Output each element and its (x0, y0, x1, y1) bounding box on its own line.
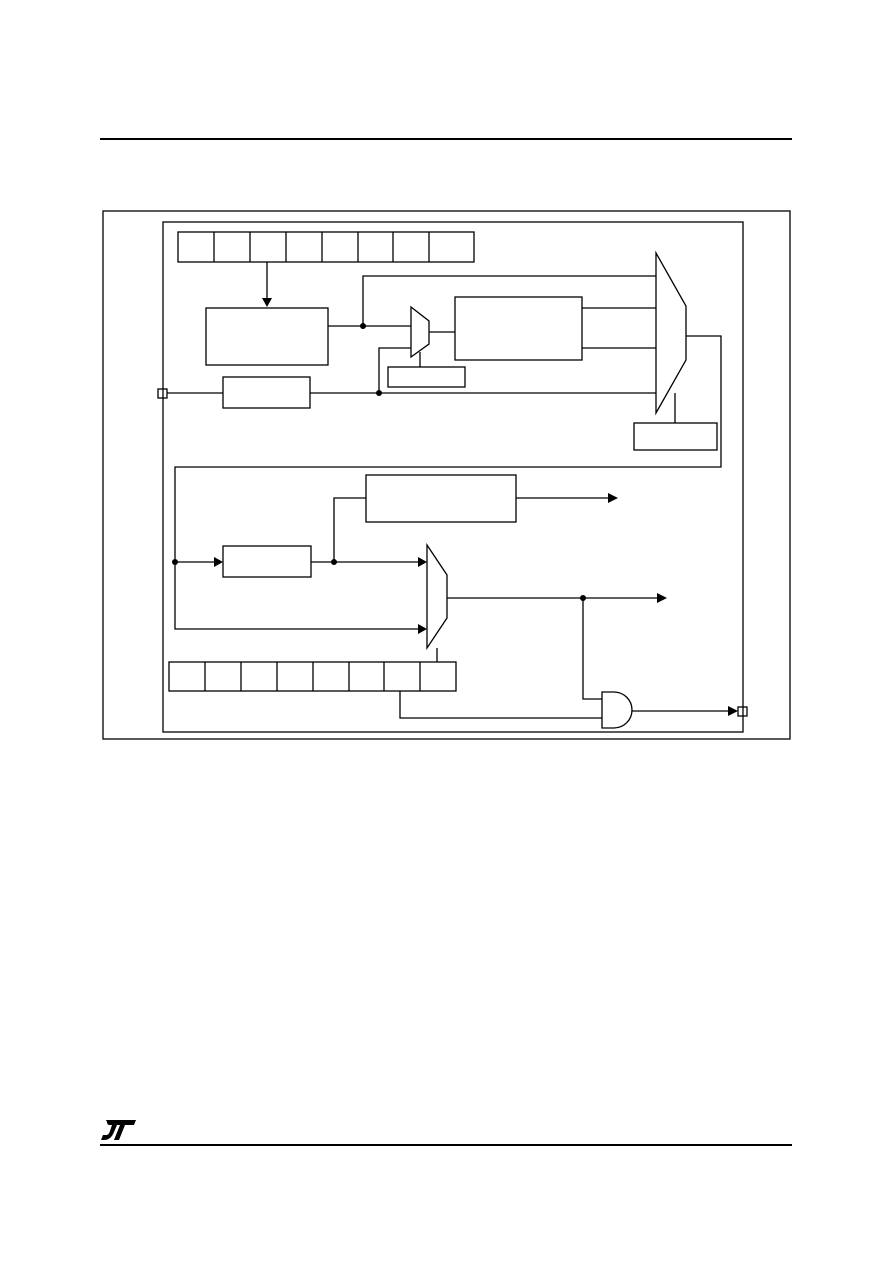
arrowheads (214, 298, 738, 716)
figure-frame (102, 210, 791, 740)
input-block (222, 376, 311, 409)
counter-block (454, 296, 583, 361)
top-register (177, 231, 475, 263)
bottom-register (168, 661, 457, 692)
and-gate (601, 691, 633, 729)
junction-dots (172, 323, 586, 601)
output-pin (737, 706, 748, 717)
divider-block (222, 545, 312, 578)
small-mux (410, 305, 430, 359)
header-rule (100, 138, 792, 140)
peripheral-boundary (162, 221, 744, 733)
st-logo-icon (101, 1120, 136, 1140)
prescaler-block (365, 474, 517, 523)
control-block (205, 307, 329, 366)
mux-select-block (633, 422, 718, 451)
select-block (387, 366, 466, 388)
footer-rule (100, 1144, 792, 1146)
output-mux (655, 250, 687, 416)
clock-mux (426, 542, 448, 651)
st-logo (100, 1116, 140, 1142)
